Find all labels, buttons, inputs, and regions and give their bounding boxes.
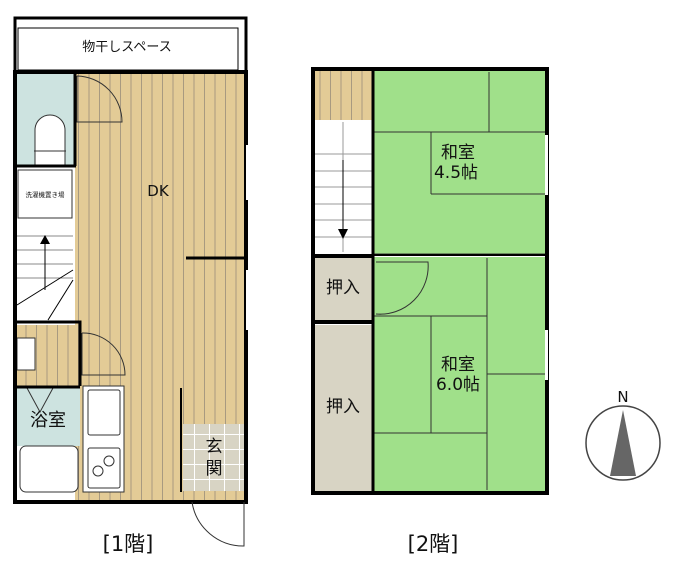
room-b-name: 和室 [441,355,475,375]
stairs-1f [16,222,74,322]
walls-2f [311,67,549,495]
floor-2-label: [2階] [408,532,459,556]
entrance-label-1: 玄 [206,437,223,457]
closet-b-label: 押入 [326,397,360,417]
door-arc [375,261,429,315]
entrance [183,424,245,491]
laundry-area [17,169,73,219]
floor-1: 物干しスペース 洗濯機置き場 浴室 玄 関 DK [13,16,249,556]
bath-label: 浴室 [30,410,66,431]
entrance-door-arc [191,501,245,547]
tatami-lines [374,72,545,490]
door-arc [76,75,123,123]
balcony-label: 物干しスペース [82,40,171,55]
closet-a [315,258,373,320]
room-b-size: 6.0帖 [436,375,480,395]
floor-1-label: [1階] [103,532,154,556]
sink [87,389,121,436]
compass-icon: N [585,388,661,481]
balcony [13,16,248,74]
laundry-label: 洗濯機置き場 [26,190,66,199]
floor-2: 押入 押入 和室 4.5帖 和室 6.0帖 [2階] [311,67,549,556]
tatami-room-4-5 [374,70,546,254]
closet-a-label: 押入 [326,278,360,298]
compass-north-label: N [617,388,628,406]
bathtub [19,445,79,493]
bathroom [17,388,80,446]
room-a-name: 和室 [441,143,475,163]
toilet-icon [34,114,66,166]
closet-b [315,325,373,491]
stove [87,447,121,489]
stairs-2f [315,122,373,254]
dk-label: DK [147,182,170,200]
door-arc [81,332,126,376]
entrance-label-2: 関 [206,459,223,479]
room-a-size: 4.5帖 [434,163,478,183]
